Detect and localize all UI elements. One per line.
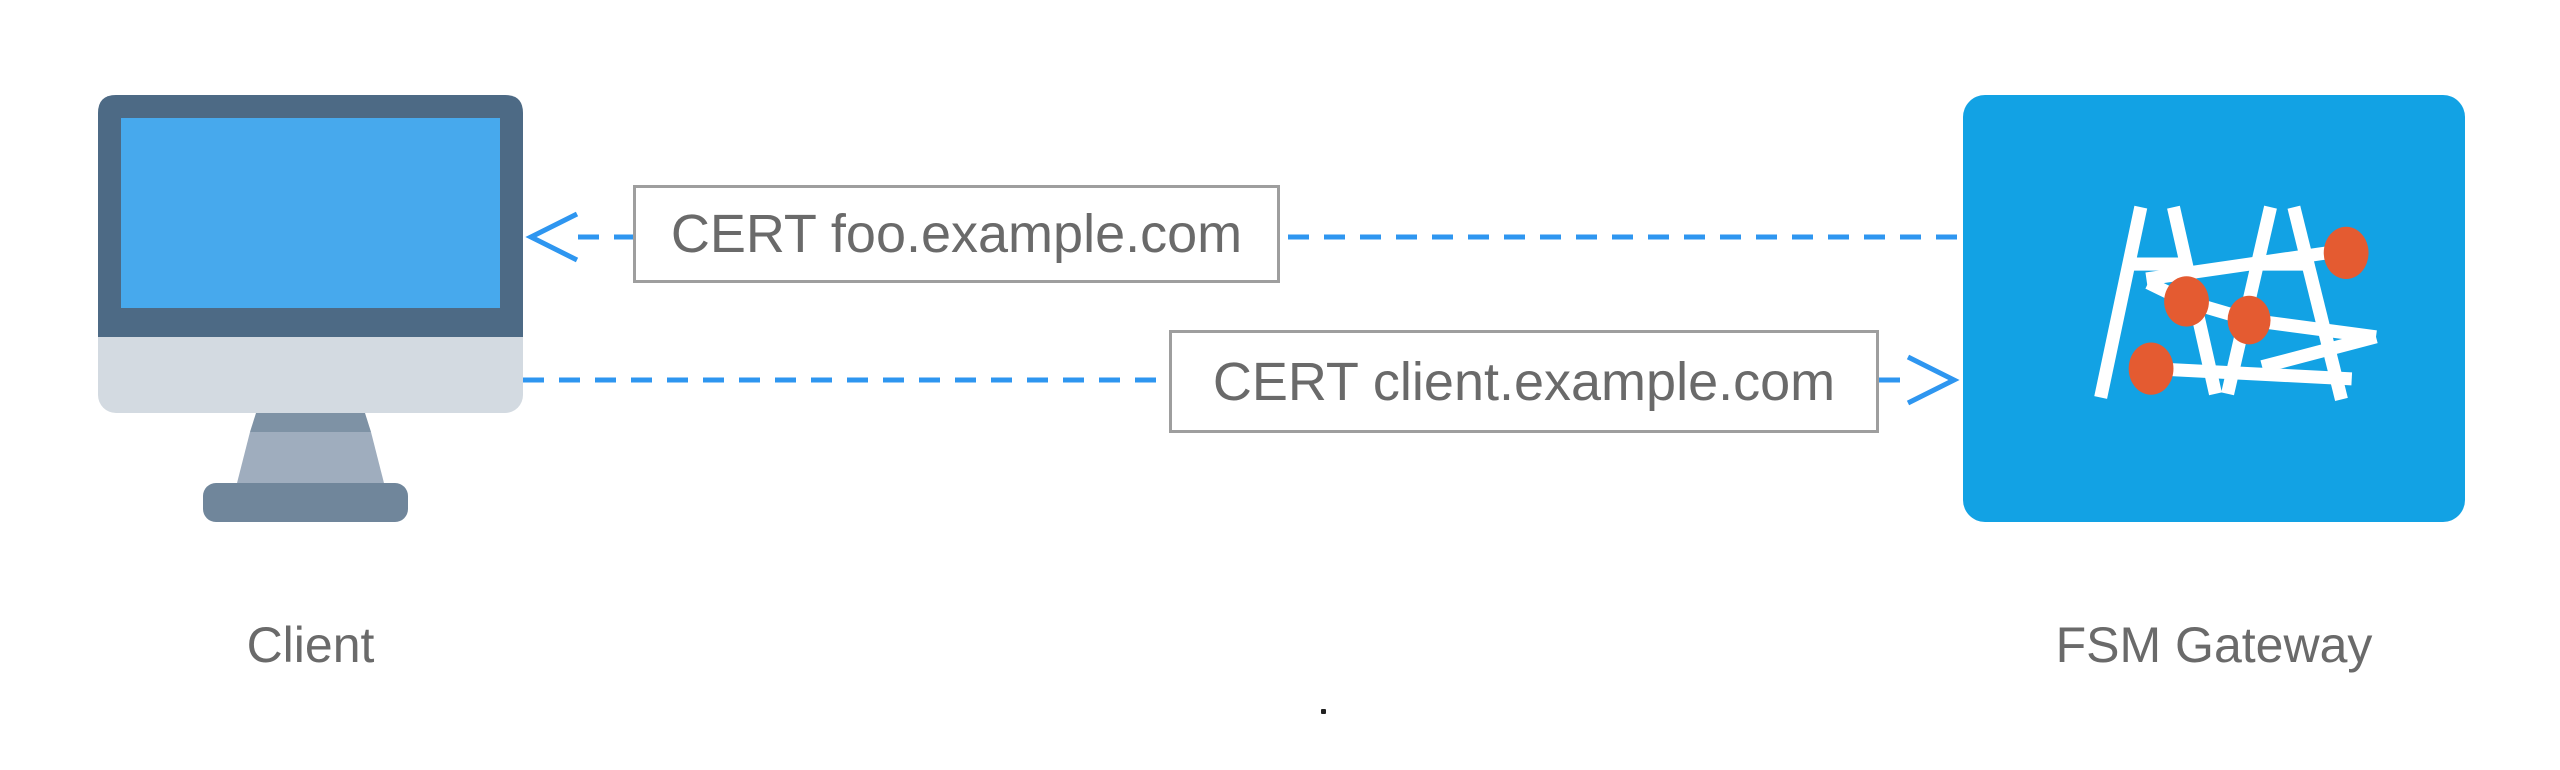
arrowhead-left-icon (525, 211, 579, 263)
client-label: Client (246, 617, 375, 673)
arrowhead-right-icon (1906, 354, 1960, 406)
message-cert-foo-label: CERT foo.example.com (670, 204, 1243, 264)
client-computer-icon (98, 95, 523, 522)
graph-node-dots (2128, 226, 2369, 395)
stray-dot (1321, 709, 1326, 714)
stand-band (250, 413, 371, 432)
stand-base (203, 483, 408, 522)
monitor-screen (121, 118, 500, 308)
fsm-gateway-label: FSM Gateway (2055, 617, 2373, 673)
message-cert-foo: CERT foo.example.com (633, 185, 1280, 283)
network-graph-icon (2094, 205, 2378, 401)
message-cert-client-label: CERT client.example.com (1212, 351, 1836, 412)
message-cert-client: CERT client.example.com (1169, 330, 1879, 433)
fsm-gateway-node (1963, 95, 2465, 522)
stand-neck (236, 432, 385, 487)
